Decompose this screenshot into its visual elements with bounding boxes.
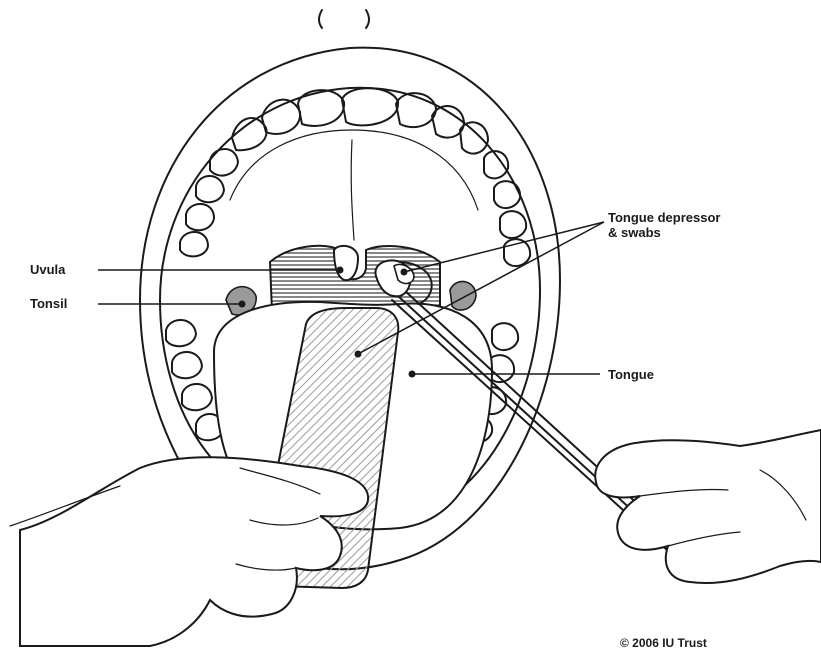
upper-teeth <box>180 88 530 266</box>
palate-midline <box>351 140 354 240</box>
hard-palate <box>230 130 478 210</box>
label-tonsil: Tonsil <box>30 296 67 311</box>
nose-outline <box>319 10 369 28</box>
left-hand <box>20 457 368 646</box>
copyright-notice: © 2006 IU Trust <box>620 636 707 650</box>
right-hand <box>595 430 821 583</box>
label-tongue: Tongue <box>608 367 654 382</box>
label-uvula: Uvula <box>30 262 65 277</box>
label-tongue-depressor-swabs: Tongue depressor & swabs <box>608 210 720 240</box>
tonsil-right <box>450 281 476 310</box>
